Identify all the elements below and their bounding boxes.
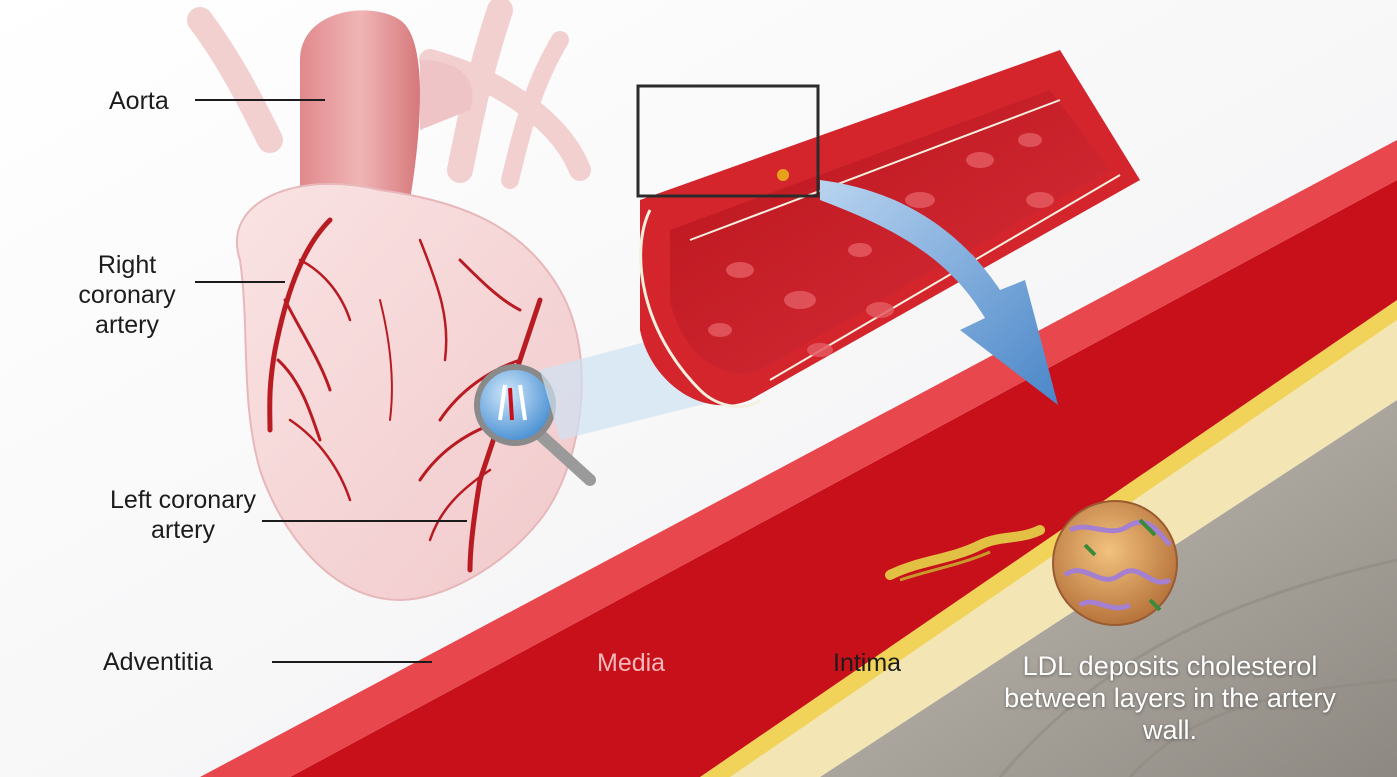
leader-right-coronary — [195, 281, 285, 283]
magnifier-icon — [477, 367, 553, 443]
leader-adventitia — [272, 661, 432, 663]
leader-left-coronary — [262, 520, 467, 522]
label-media: Media — [597, 648, 665, 678]
label-right-coronary-artery: Right coronary artery — [52, 250, 202, 340]
label-adventitia: Adventitia — [103, 647, 213, 677]
ldl-particle — [1053, 501, 1177, 625]
label-intima: Intima — [833, 648, 901, 678]
label-aorta: Aorta — [109, 86, 169, 116]
label-left-coronary-artery: Left coronary artery — [108, 485, 258, 545]
caption-ldl: LDL deposits cholesterol between layers … — [975, 650, 1365, 746]
leader-aorta — [195, 99, 325, 101]
